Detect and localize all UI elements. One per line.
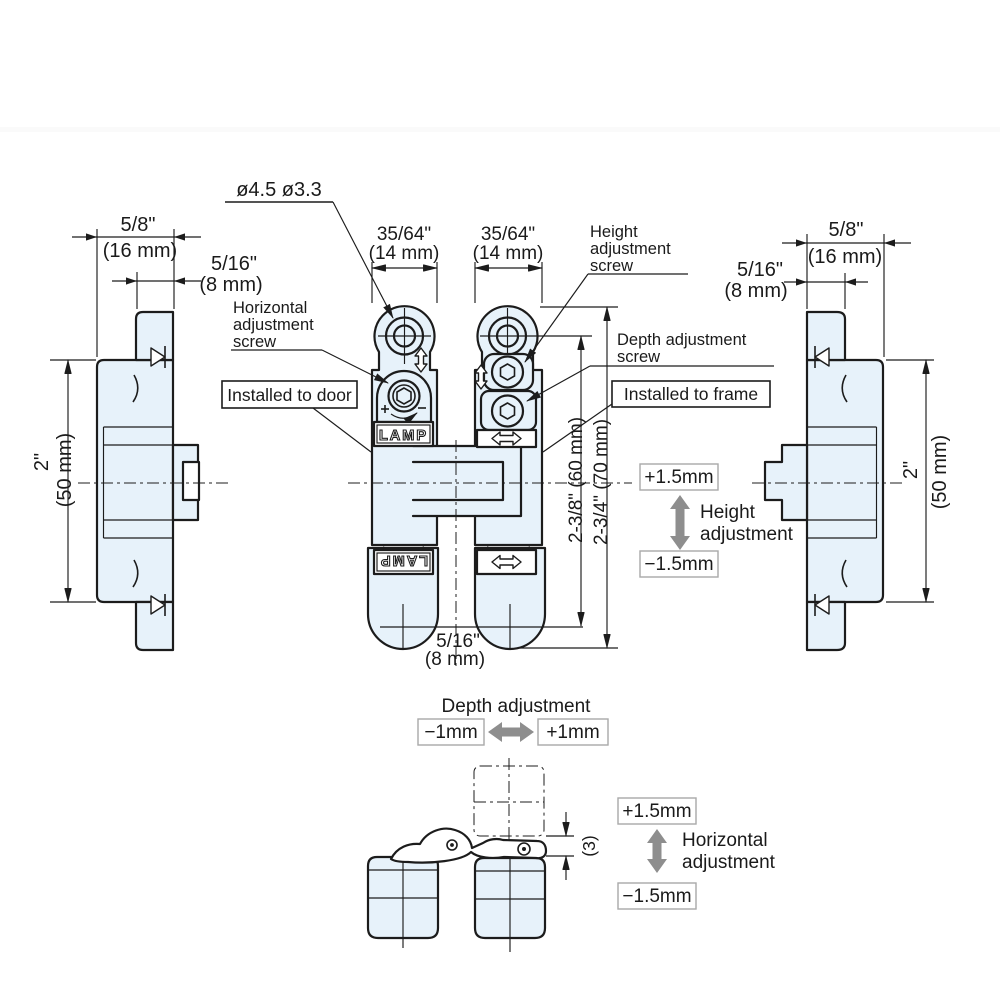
svg-text:Depth adjustment: Depth adjustment [617, 331, 747, 349]
installed-to-frame-label: Installed to frame [542, 380, 771, 453]
svg-text:(16 mm): (16 mm) [808, 246, 882, 268]
svg-text:Height: Height [700, 502, 756, 523]
double-arrow-vertical-icon [414, 347, 428, 373]
svg-text:(8 mm): (8 mm) [425, 649, 485, 670]
callout-horizontal-screw: Horizontal adjustment screw [231, 299, 389, 384]
callout-depth-screw: Depth adjustment screw [526, 331, 774, 402]
svg-text:adjustment: adjustment [700, 524, 794, 545]
height-adjustment-legend: +1.5mm Height adjustment −1.5mm [639, 463, 794, 578]
depth-minus-badge [417, 718, 485, 746]
svg-text:(14 mm): (14 mm) [473, 243, 544, 264]
svg-text:+1.5mm: +1.5mm [644, 467, 713, 488]
svg-text:35/64": 35/64" [481, 224, 535, 245]
svg-text:2": 2" [900, 461, 922, 479]
top-view-open-hinge: (3) [366, 758, 599, 952]
svg-text:Horizontal: Horizontal [682, 830, 768, 851]
svg-text:(50 mm): (50 mm) [54, 433, 76, 507]
horizontal-minus-badge [617, 882, 697, 910]
svg-text:2-3/4" (70 mm): 2-3/4" (70 mm) [591, 419, 612, 545]
svg-text:adjustment: adjustment [590, 240, 671, 258]
svg-text:5/16": 5/16" [436, 631, 480, 652]
svg-text:adjustment: adjustment [682, 852, 776, 873]
side-view-frame [752, 310, 905, 652]
up-down-arrow-icon [647, 829, 667, 873]
dim-bottom-gap: 5/16" (8 mm) [425, 631, 485, 670]
dim-left-body-depth: 5/16" (8 mm) [112, 253, 263, 309]
up-down-arrow-icon [670, 495, 690, 550]
svg-text:Installed to door: Installed to door [227, 385, 352, 405]
callout-height-screw: Height adjustment screw [524, 223, 688, 363]
svg-text:−1.5mm: −1.5mm [644, 554, 713, 575]
svg-text:ø4.5 ø3.3: ø4.5 ø3.3 [236, 179, 322, 201]
hinge-arm [389, 827, 548, 864]
lamp-logo-plate-inverted: LAMP [372, 548, 435, 576]
horizontal-plus-badge [617, 797, 697, 825]
svg-text:(8 mm): (8 mm) [199, 274, 262, 296]
dim-frame-body-width: 35/64" (14 mm) [473, 224, 544, 303]
left-right-arrow-icon [488, 722, 534, 742]
dim-right-flange-width: 5/8" (16 mm) [782, 219, 911, 357]
svg-text:Installed to frame: Installed to frame [624, 384, 758, 404]
svg-text:(3): (3) [579, 835, 599, 856]
rotate-arrow-icon [390, 412, 418, 425]
svg-text:(16 mm): (16 mm) [103, 240, 177, 262]
svg-text:Depth adjustment: Depth adjustment [442, 696, 592, 717]
brand-text: LAMP [379, 428, 428, 444]
hex-socket-icon [499, 363, 516, 381]
svg-text:+1mm: +1mm [546, 722, 599, 743]
double-arrow-horizontal-icon [491, 431, 522, 446]
svg-text:Height: Height [590, 223, 638, 241]
installed-to-door-label: Installed to door [221, 380, 372, 453]
double-arrow-horizontal-icon [491, 554, 522, 570]
double-arrow-vertical-icon [474, 364, 488, 390]
svg-text:Horizontal: Horizontal [233, 299, 307, 317]
svg-text:−1.5mm: −1.5mm [622, 886, 691, 907]
depth-plus-badge [537, 718, 609, 746]
svg-text:(8 mm): (8 mm) [724, 280, 787, 302]
depth-adjustment-legend: Depth adjustment −1mm +1mm [417, 696, 609, 746]
svg-text:5/16": 5/16" [737, 259, 783, 281]
horizontal-adjustment-legend: +1.5mm Horizontal adjustment −1.5mm [617, 797, 776, 910]
svg-text:5/8": 5/8" [829, 219, 864, 241]
svg-text:screw: screw [617, 348, 660, 366]
svg-text:−1mm: −1mm [424, 722, 477, 743]
height-plus-badge [639, 463, 719, 491]
dim-left-height: 2" (50 mm) [31, 359, 96, 603]
brand-text: LAMP [379, 552, 428, 568]
svg-text:5/8": 5/8" [121, 214, 156, 236]
svg-text:2": 2" [31, 453, 53, 471]
svg-text:adjustment: adjustment [233, 316, 314, 334]
svg-text:screw: screw [233, 333, 276, 351]
svg-text:+1.5mm: +1.5mm [622, 801, 691, 822]
dim-right-body-depth: 5/16" (8 mm) [724, 259, 868, 309]
svg-text:(14 mm): (14 mm) [369, 243, 440, 264]
dim-left-flange-width: 5/8" (16 mm) [72, 214, 201, 357]
hex-socket-icon [499, 402, 516, 420]
dim-right-height: 2" (50 mm) [886, 359, 951, 603]
lamp-logo-plate: LAMP [372, 420, 435, 448]
svg-text:5/16": 5/16" [211, 253, 257, 275]
svg-text:35/64": 35/64" [377, 224, 431, 245]
dim-door-body-width: 35/64" (14 mm) [369, 224, 440, 303]
faint-divider [0, 127, 1000, 132]
height-minus-badge [639, 550, 719, 578]
plus-minus-marks [381, 405, 426, 413]
side-view-door [78, 310, 228, 652]
dim-arm-thickness: (3) [546, 812, 599, 880]
svg-text:2-3/8" (60 mm): 2-3/8" (60 mm) [566, 417, 587, 543]
svg-text:screw: screw [590, 257, 633, 275]
dim-pitch-height: 2-3/8" (60 mm) [566, 335, 587, 627]
front-view-bodies: LAMP LAMP [348, 305, 632, 668]
dim-overall-height: 2-3/4" (70 mm) [520, 306, 618, 649]
callout-hole-diameters: ø4.5 ø3.3 [225, 179, 394, 319]
svg-text:(50 mm): (50 mm) [929, 435, 951, 509]
hex-socket-icon [396, 387, 412, 405]
